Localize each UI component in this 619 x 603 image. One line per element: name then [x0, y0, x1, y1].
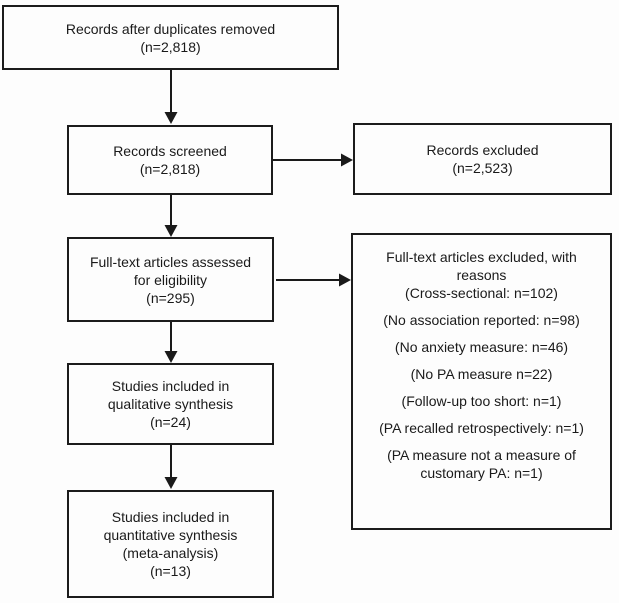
- box-text-line: quantitative synthesis: [103, 527, 238, 543]
- box-fulltext-articles-excluded: Full-text articles excluded, with reason…: [351, 233, 612, 530]
- box-count: (n=2,818): [140, 38, 201, 55]
- exclusion-reason: (No PA measure n=22): [410, 366, 553, 382]
- arrow-down-3-head: [164, 351, 178, 363]
- exclusion-reason: (PA recalled retrospectively: n=1): [379, 420, 584, 436]
- exclusion-reason: (No anxiety measure: n=46): [394, 339, 569, 355]
- arrow-right-2-head: [339, 273, 351, 287]
- exclusion-reason: (No association reported: n=98): [383, 312, 580, 328]
- arrow-down-1-head: [164, 112, 178, 124]
- exclusion-reasons-list: (Cross-sectional: n=102) (No association…: [365, 284, 598, 482]
- box-count: (n=13): [150, 563, 191, 579]
- box-text-line: Studies included in: [111, 378, 230, 394]
- box-count: (n=295): [146, 289, 195, 306]
- box-text-line: Records after duplicates removed: [65, 20, 276, 37]
- exclusion-reason: (PA measure not a measure of customary P…: [387, 447, 576, 481]
- box-quantitative-synthesis: Studies included in quantitative synthes…: [67, 490, 274, 598]
- box-count: (n=2,818): [139, 161, 201, 177]
- exclusion-reason: (Cross-sectional: n=102): [405, 285, 558, 301]
- arrow-right-1-head: [341, 153, 353, 167]
- box-text-line: Records screened: [113, 143, 227, 159]
- box-records-screened: Records screened (n=2,818): [67, 125, 273, 195]
- box-text-line: Studies included in: [111, 509, 230, 525]
- box-text-line: Records excluded: [426, 142, 539, 158]
- box-text-line: qualitative synthesis: [107, 396, 234, 412]
- arrow-down-2-head: [164, 225, 178, 237]
- arrow-down-4-head: [164, 477, 178, 489]
- box-text-line: Full-text articles assessed: [89, 253, 252, 270]
- exclusion-reasons-header: Full-text articles excluded, with reason…: [386, 249, 577, 283]
- box-text-line: for eligibility: [133, 271, 208, 288]
- box-qualitative-synthesis: Studies included in qualitative synthesi…: [67, 363, 274, 445]
- box-text-line: (meta-analysis): [122, 545, 219, 561]
- box-count: (n=24): [150, 414, 191, 430]
- box-records-after-duplicates-removed: Records after duplicates removed (n=2,81…: [2, 5, 339, 70]
- exclusion-reason: (Follow-up too short: n=1): [401, 393, 562, 409]
- box-count: (n=2,523): [452, 160, 513, 176]
- box-fulltext-articles-assessed: Full-text articles assessed for eligibil…: [67, 237, 274, 322]
- box-records-excluded: Records excluded (n=2,523): [353, 123, 612, 195]
